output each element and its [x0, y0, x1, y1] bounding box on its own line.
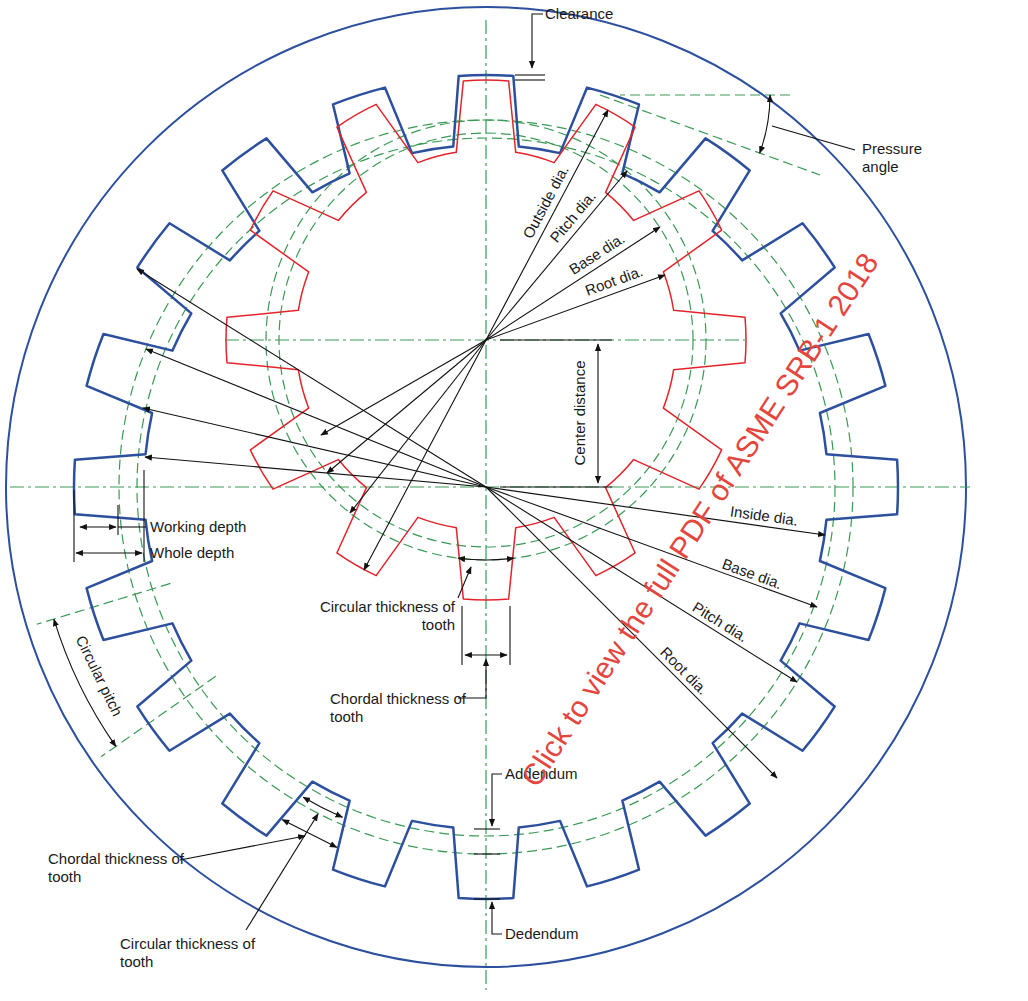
diameter-label: Base dia.: [720, 555, 785, 593]
dimension-label: Whole depth: [150, 544, 234, 562]
diameter-label: Pitch dia.: [689, 598, 751, 646]
dimension-label: Dedendum: [505, 925, 578, 943]
diameter-label: Inside dia.: [729, 502, 799, 529]
center-lines: [10, 20, 970, 990]
diameter-label: Root dia.: [656, 643, 711, 698]
internal-gear: [74, 75, 898, 899]
dimension-label: Circular thickness of tooth: [120, 935, 260, 971]
dimension-label: Chordal thickness of tooth: [48, 850, 188, 886]
dimension-label: Chordal thickness of tooth: [330, 690, 480, 726]
dimension-label: Clearance: [545, 5, 613, 23]
dimension-label: Pressure angle: [862, 140, 942, 176]
pinion-gear: [226, 80, 746, 600]
dimension-label: Circular pitch: [72, 633, 127, 720]
dimension-label: Center distance: [571, 360, 589, 465]
dimension-label: Circular thickness of tooth: [295, 598, 455, 634]
dimension-label: Working depth: [150, 518, 246, 536]
